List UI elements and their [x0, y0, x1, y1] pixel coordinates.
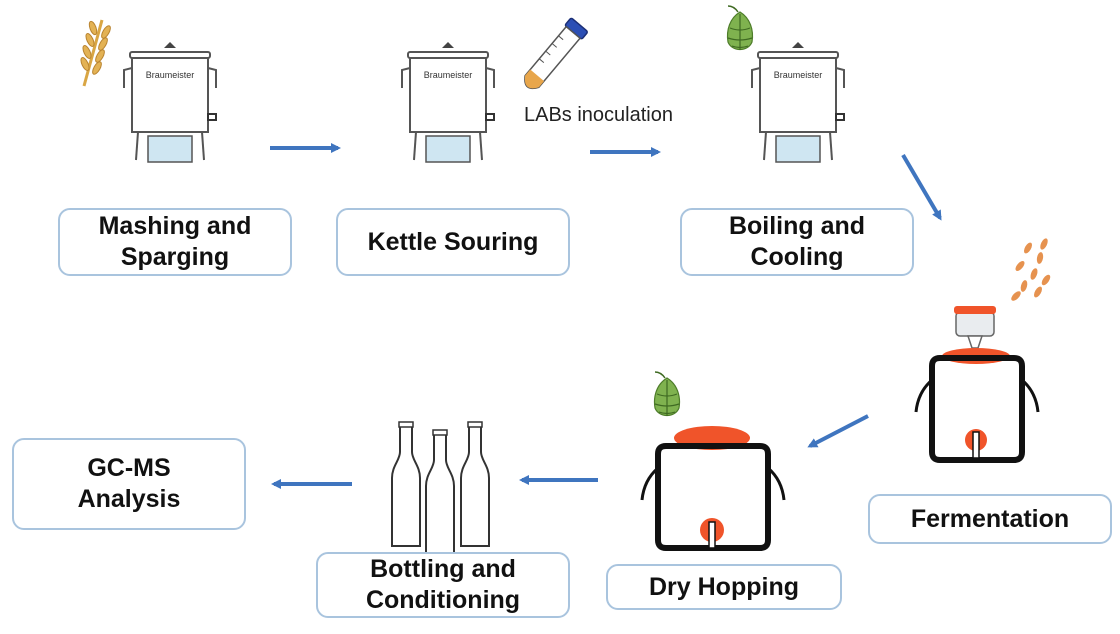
kettle-brand-label: Braumeister	[774, 70, 823, 80]
kettle-icon-souring: Braumeister	[401, 41, 495, 163]
step-dry-hopping-label: Dry Hopping	[606, 564, 842, 610]
fermenter-icon-dry-hopping	[640, 426, 786, 551]
wheat-icon	[80, 19, 111, 87]
kettle-icon-boiling: Braumeister	[751, 41, 845, 163]
arrow-boiling-to-fermentation	[901, 153, 942, 221]
hop-icon-boiling	[726, 5, 754, 51]
yeast-icon	[1011, 238, 1051, 301]
step-gcms-label: GC-MS Analysis	[12, 438, 246, 530]
step-boiling-label: Boiling and Cooling	[680, 208, 914, 276]
step-fermentation-label: Fermentation	[868, 494, 1112, 544]
test-tube-icon	[524, 17, 588, 90]
bottle-icon-1	[391, 421, 421, 547]
step-kettle-souring-label: Kettle Souring	[336, 208, 570, 276]
step-bottling-label: Bottling and Conditioning	[316, 552, 570, 618]
hop-icon-dry-hopping	[653, 371, 681, 417]
labs-inoculation-annotation: LABs inoculation	[524, 104, 673, 126]
kettle-icon-mashing: Braumeister	[123, 41, 217, 163]
bottle-icon-2	[425, 429, 455, 555]
kettle-brand-label: Braumeister	[424, 70, 473, 80]
fermenter-icon	[914, 306, 1040, 463]
kettle-brand-label: Braumeister	[146, 70, 195, 80]
step-mashing-label: Mashing and Sparging	[58, 208, 292, 276]
arrow-fermentation-to-dry-hopping	[807, 414, 869, 448]
bottle-icon-3	[460, 421, 490, 547]
